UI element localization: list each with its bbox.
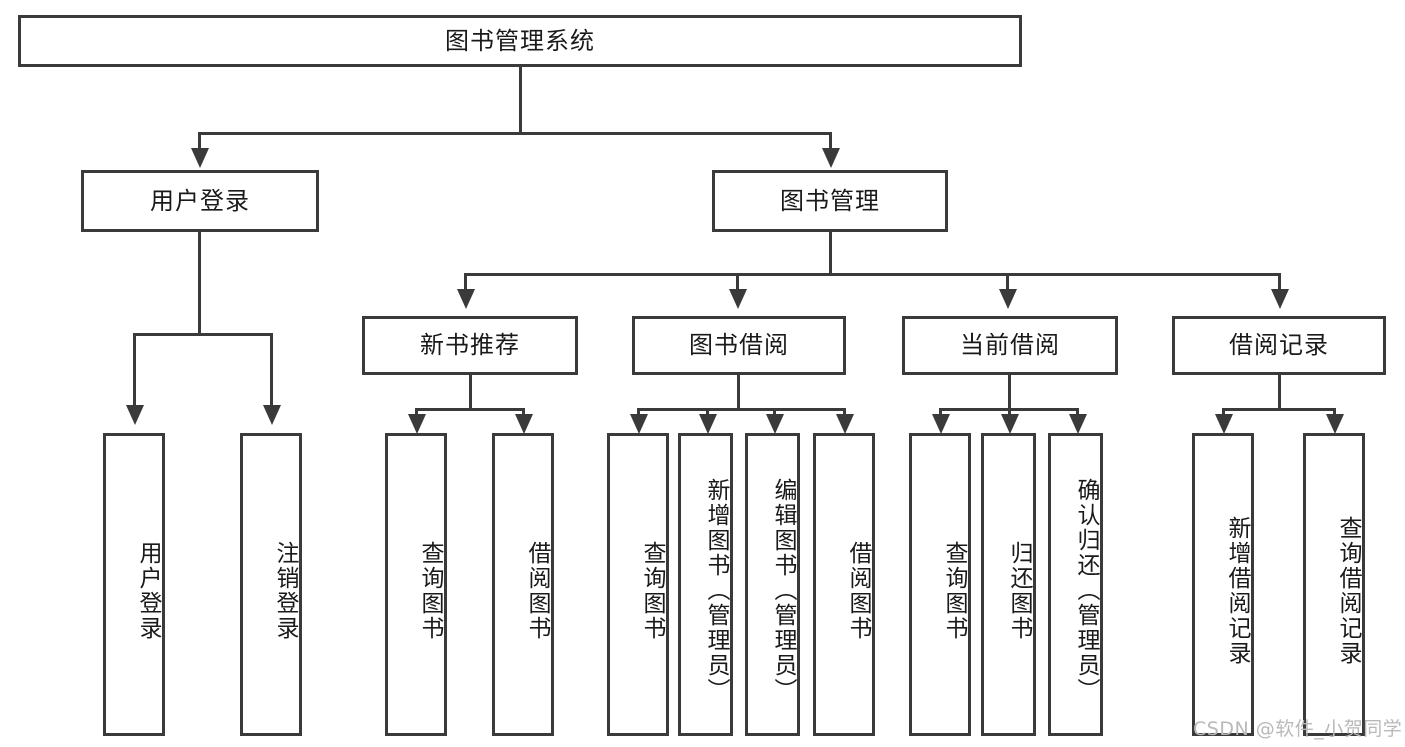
edge-user-login-trunk — [198, 232, 201, 336]
leaf-borrow-book[interactable]: 借阅图书 — [813, 433, 875, 736]
node-label: 用户登录 — [135, 540, 161, 641]
node-label: 图书借阅 — [689, 331, 789, 360]
arrow-to-leaf-user-login — [126, 405, 144, 425]
edge-drop-new-book — [464, 273, 467, 293]
edge-drop-leaf-logout — [270, 333, 273, 409]
node-label: 当前借阅 — [960, 331, 1060, 360]
arrow-to-bb-leaf-4 — [836, 414, 854, 434]
node-book-borrow[interactable]: 图书借阅 — [632, 316, 846, 375]
arrow-to-bb-leaf-1 — [630, 414, 648, 434]
node-label: 新书推荐 — [420, 331, 520, 360]
leaf-add-book-admin[interactable]: 新增图书（管理员） — [678, 433, 733, 736]
arrow-to-borrow-records — [1271, 289, 1289, 309]
node-label: 查询借阅记录 — [1335, 515, 1361, 666]
node-label: 查询图书 — [639, 540, 665, 641]
leaf-query-book-recommend[interactable]: 查询图书 — [385, 433, 447, 736]
edge-drop-user-login — [198, 132, 201, 152]
edge-current-borrow-trunk — [1008, 375, 1011, 411]
leaf-query-borrow-record[interactable]: 查询借阅记录 — [1303, 433, 1365, 736]
node-label: 新增借阅记录 — [1224, 515, 1250, 666]
edge-drop-leaf-user-login — [133, 333, 136, 409]
leaf-query-book-current[interactable]: 查询图书 — [909, 433, 971, 736]
arrow-to-br-leaf-1 — [1215, 414, 1233, 434]
edge-new-book-bus — [415, 408, 525, 411]
node-book-management[interactable]: 图书管理 — [712, 170, 948, 232]
arrow-to-leaf-logout — [263, 405, 281, 425]
leaf-user-login[interactable]: 用户登录 — [103, 433, 165, 736]
node-label: 图书管理系统 — [445, 26, 595, 55]
leaf-confirm-return-admin[interactable]: 确认归还（管理员） — [1048, 433, 1103, 736]
arrow-to-bb-leaf-3 — [766, 414, 784, 434]
node-label: 确认归还（管理员） — [1073, 478, 1099, 703]
node-current-borrow[interactable]: 当前借阅 — [902, 316, 1118, 375]
node-label: 编辑图书（管理员） — [770, 478, 796, 703]
node-label: 用户登录 — [150, 186, 250, 215]
leaf-logout[interactable]: 注销登录 — [240, 433, 302, 736]
node-label: 注销登录 — [272, 540, 298, 641]
arrow-to-cb-leaf-3 — [1069, 414, 1087, 434]
edge-book-borrow-trunk — [737, 375, 740, 411]
edge-drop-borrow-records — [1278, 273, 1281, 293]
node-new-book-recommend[interactable]: 新书推荐 — [362, 316, 578, 375]
edge-drop-book-borrow — [736, 273, 739, 293]
arrow-to-book-borrow — [729, 289, 747, 309]
edge-level2-bus — [198, 132, 832, 135]
arrow-to-nb-leaf-2 — [515, 414, 533, 434]
leaf-borrow-book-recommend[interactable]: 借阅图书 — [492, 433, 554, 736]
arrow-to-br-leaf-2 — [1326, 414, 1344, 434]
node-label: 新增图书（管理员） — [703, 478, 729, 703]
node-label: 借阅图书 — [524, 540, 550, 641]
edge-user-login-bus — [133, 333, 273, 336]
leaf-edit-book-admin[interactable]: 编辑图书（管理员） — [745, 433, 800, 736]
arrow-to-cb-leaf-1 — [932, 414, 950, 434]
node-root-book-management-system[interactable]: 图书管理系统 — [18, 15, 1022, 67]
leaf-query-book-borrow[interactable]: 查询图书 — [607, 433, 669, 736]
edge-borrow-records-trunk — [1278, 375, 1281, 411]
node-label: 借阅图书 — [845, 540, 871, 641]
edge-drop-book-management — [829, 132, 832, 152]
node-user-login[interactable]: 用户登录 — [81, 170, 319, 232]
arrow-to-user-login — [191, 148, 209, 168]
leaf-return-book[interactable]: 归还图书 — [981, 433, 1036, 736]
node-label: 借阅记录 — [1229, 331, 1329, 360]
csdn-watermark: CSDN @软件_小贺同学 — [1193, 718, 1403, 740]
edge-book-borrow-bus — [637, 408, 846, 411]
edge-level3-bus — [464, 273, 1281, 276]
node-label: 归还图书 — [1006, 540, 1032, 641]
node-label: 图书管理 — [780, 186, 880, 215]
node-borrow-records[interactable]: 借阅记录 — [1172, 316, 1386, 375]
edge-book-management-trunk — [829, 232, 832, 276]
leaf-add-borrow-record[interactable]: 新增借阅记录 — [1192, 433, 1254, 736]
arrow-to-nb-leaf-1 — [408, 414, 426, 434]
arrow-to-new-book-recommend — [457, 289, 475, 309]
edge-root-trunk — [519, 67, 522, 134]
arrow-to-book-management — [822, 148, 840, 168]
arrow-to-bb-leaf-2 — [699, 414, 717, 434]
arrow-to-current-borrow — [999, 289, 1017, 309]
edge-borrow-records-bus — [1222, 408, 1336, 411]
node-label: 查询图书 — [417, 540, 443, 641]
edge-drop-current-borrow — [1006, 273, 1009, 293]
arrow-to-cb-leaf-2 — [1001, 414, 1019, 434]
node-label: 查询图书 — [941, 540, 967, 641]
edge-new-book-trunk — [469, 375, 472, 411]
